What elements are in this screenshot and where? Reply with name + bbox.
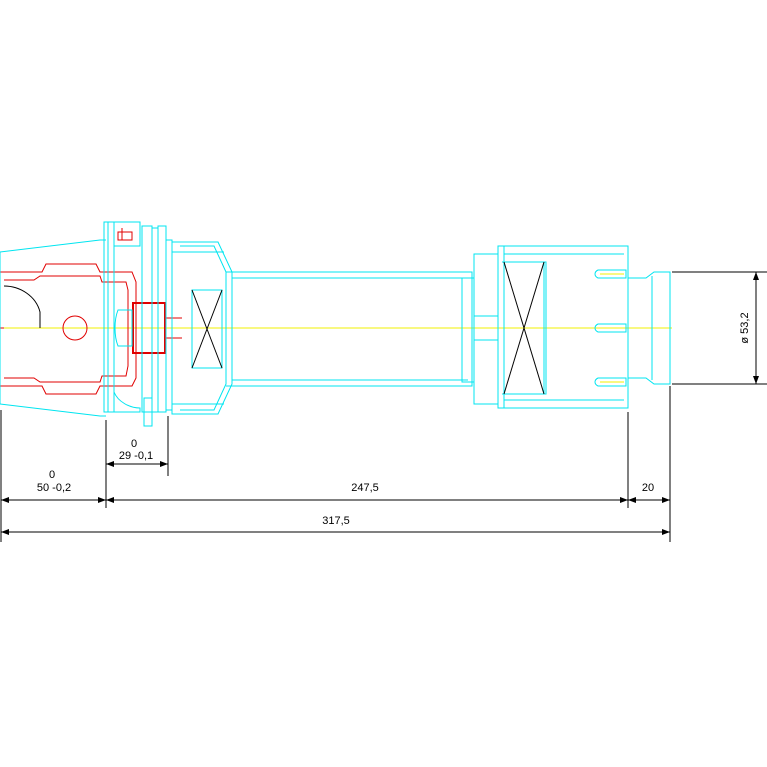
body-length-label: 247,5 [351,482,379,494]
taper-shank-detail [0,228,182,395]
dimension-lines [0,271,767,542]
bearing-symbol-front [191,289,223,369]
total-length-label: 317,5 [322,515,350,527]
taper-length-label: 50 -0,2 [37,482,71,494]
diameter-label: ø 53,2 [739,312,751,343]
taper-tolerance-upper: 0 [49,469,55,481]
end-length-label: 20 [642,482,654,494]
flange-length-label: 29 -0,1 [119,450,153,462]
dimension-arrows [1,272,759,535]
drawbar-hole [62,315,88,341]
flange-tolerance-upper: 0 [131,438,137,450]
bearing-symbol-rear [503,261,545,395]
clamp-block [132,302,166,354]
screw-lines [600,273,624,383]
taper-pocket-line [3,285,41,328]
